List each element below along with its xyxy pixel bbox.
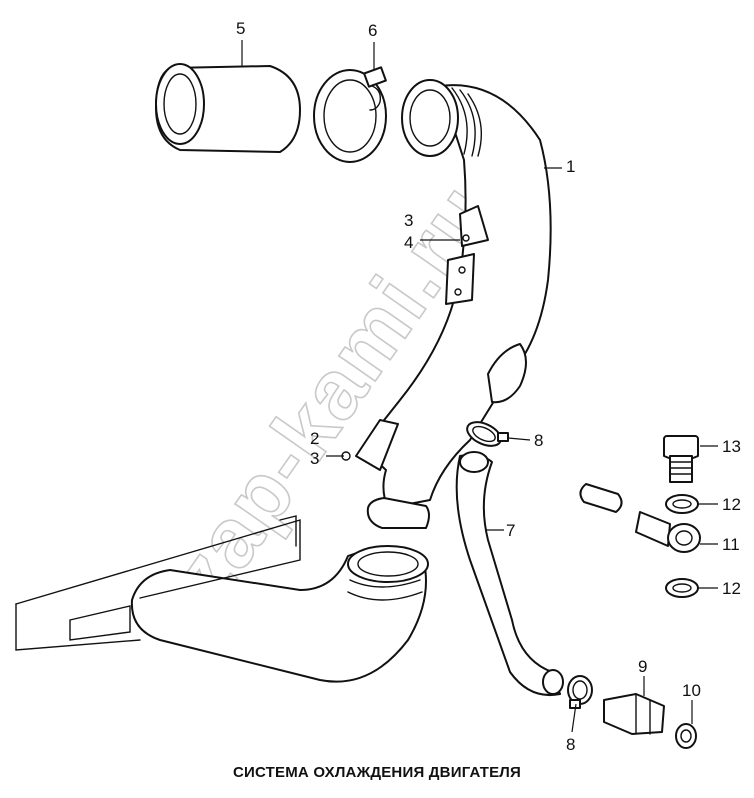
callout-12-upper: 12 [722, 495, 741, 514]
diagram-caption: СИСТЕМА ОХЛАЖДЕНИЯ ДВИГАТЕЛЯ [232, 764, 522, 781]
callout-3-lower: 3 [310, 449, 319, 468]
part-9-fitting [603, 693, 665, 735]
part-7-hose [455, 451, 564, 696]
callout-5: 5 [236, 19, 245, 38]
callout-12-lower: 12 [722, 579, 741, 598]
part-1-main-pipe [341, 79, 552, 529]
part-11-banjo-fitting [579, 483, 701, 553]
part-6-clamp [313, 66, 387, 163]
part-12-washer-lower [665, 578, 699, 598]
callout-6: 6 [368, 21, 377, 40]
callout-8-upper: 8 [534, 431, 543, 450]
callout-9: 9 [638, 657, 647, 676]
callout-1: 1 [566, 157, 575, 176]
part-10-washer [675, 723, 697, 749]
callout-7: 7 [506, 521, 515, 540]
part-13-bolt [663, 435, 699, 483]
part-12-washer-upper [665, 494, 699, 514]
callout-3-upper: 3 [404, 211, 413, 230]
part-8-clamp-lower [567, 675, 593, 709]
frame-rails [15, 515, 301, 651]
callout-10: 10 [682, 681, 701, 700]
callout-8-lower: 8 [566, 735, 575, 754]
callout-11: 11 [722, 535, 740, 554]
part-5-sleeve [155, 63, 301, 153]
callout-2: 2 [310, 429, 319, 448]
part-8-clamp-upper [466, 421, 509, 447]
callout-13: 13 [722, 437, 741, 456]
callout-4: 4 [404, 233, 413, 252]
leader-lines [241, 40, 718, 733]
